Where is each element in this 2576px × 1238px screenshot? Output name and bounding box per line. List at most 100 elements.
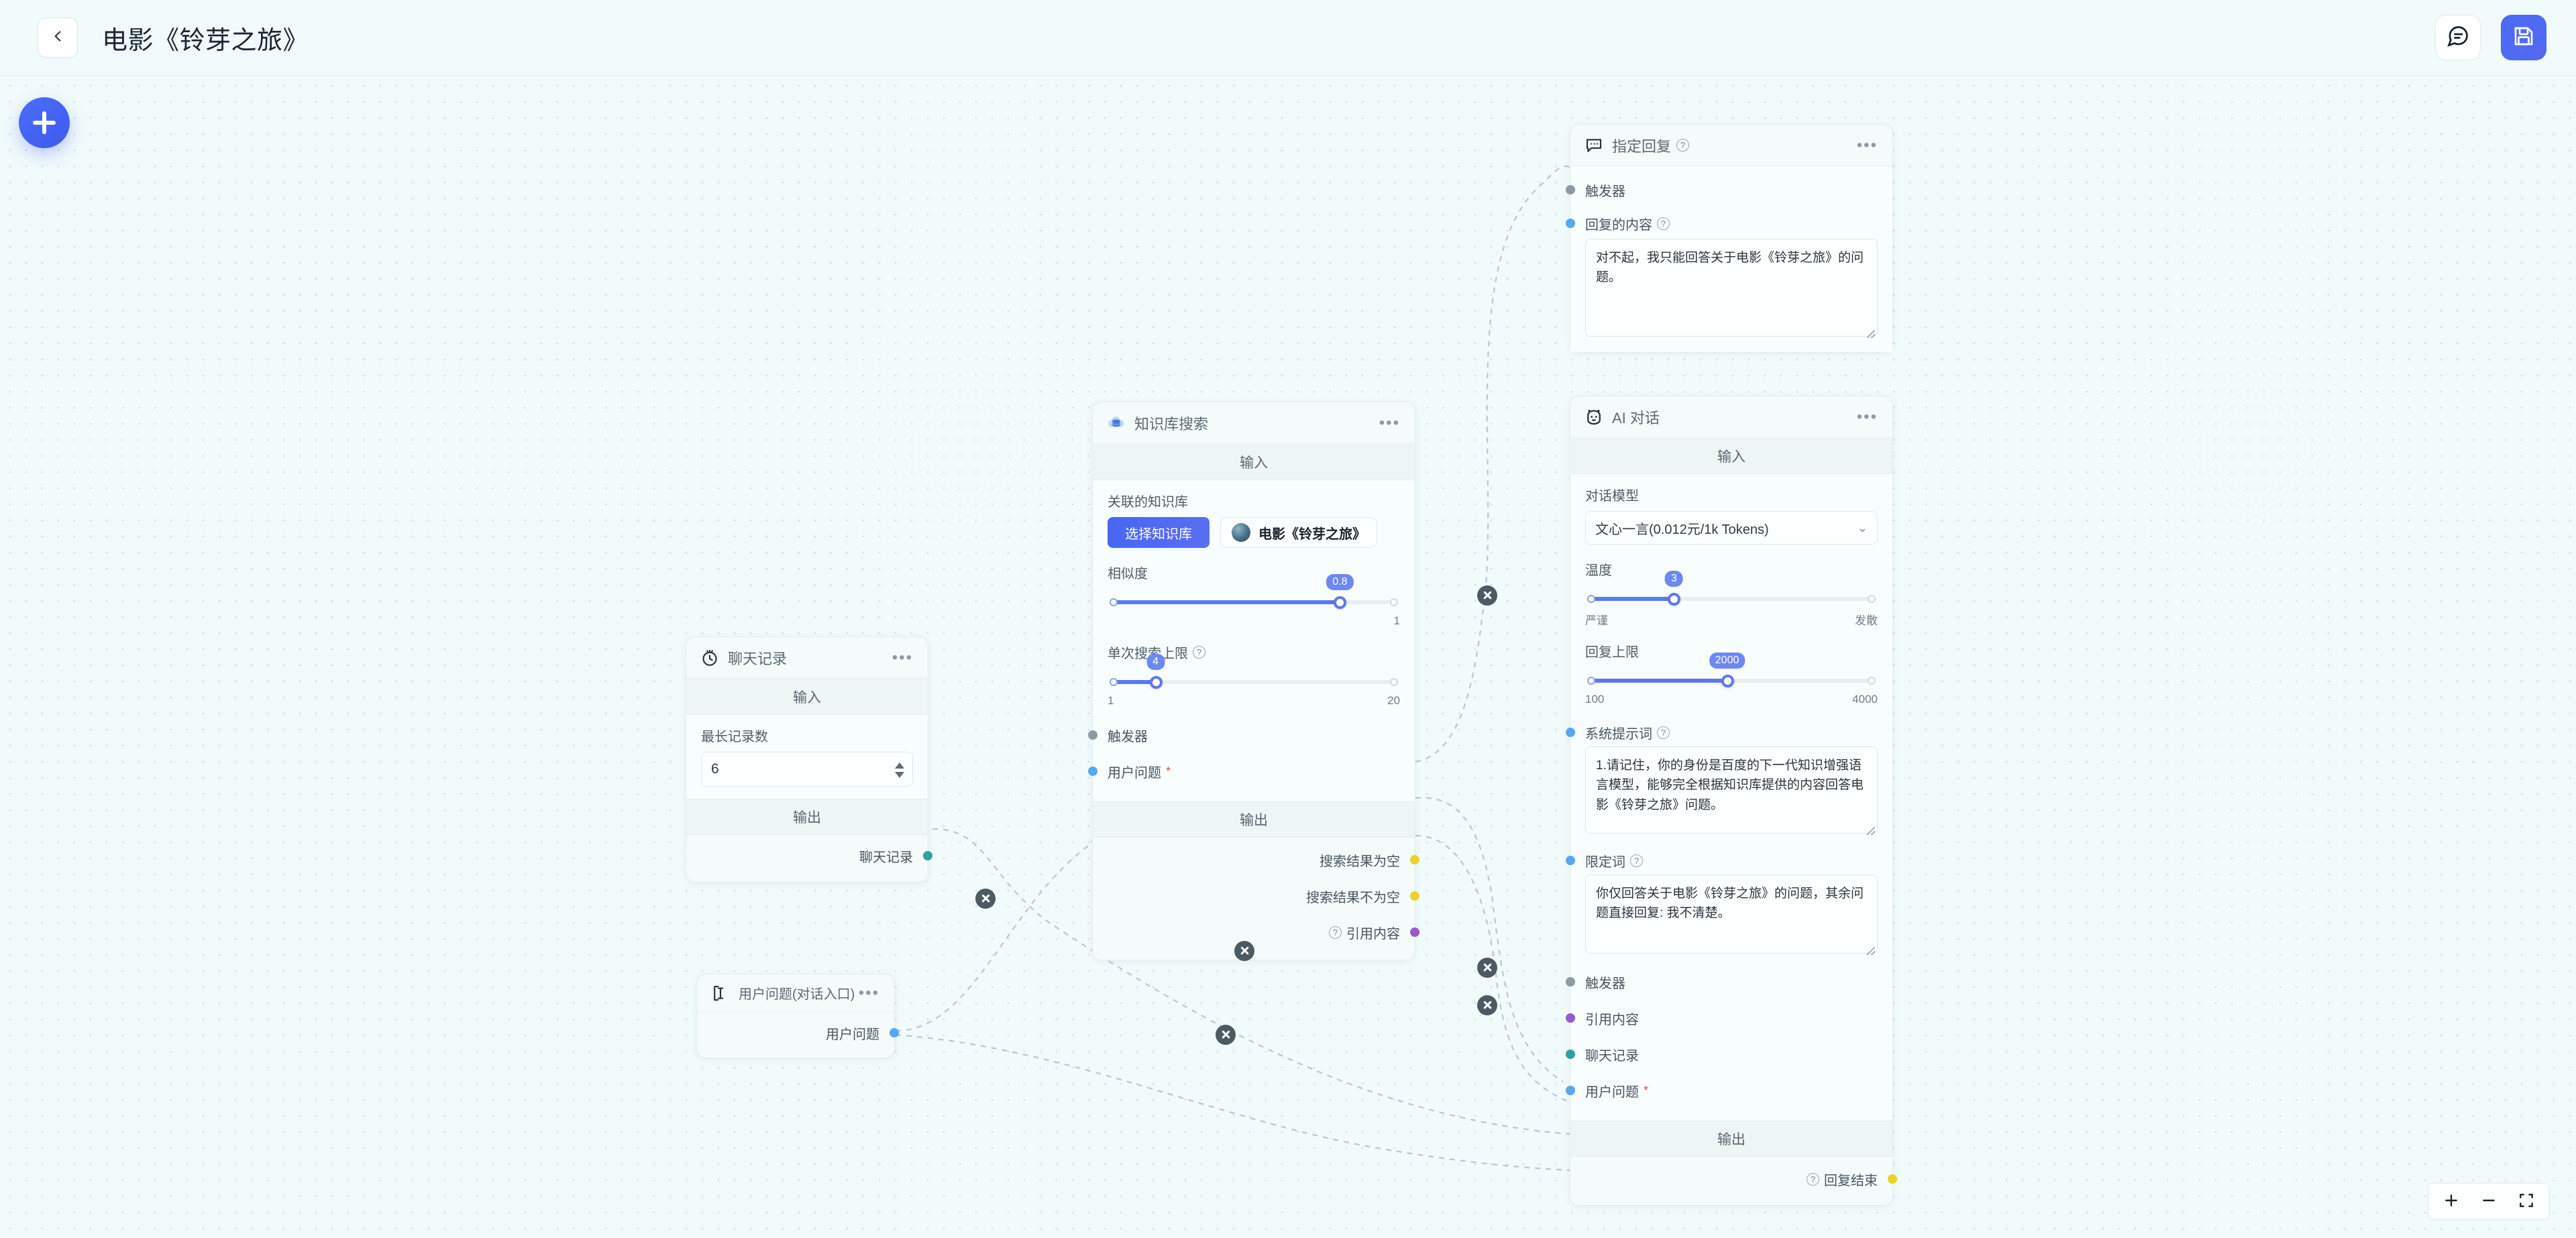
port-dot-blue[interactable] [890, 1028, 899, 1037]
help-icon[interactable]: ? [1193, 646, 1205, 659]
port-chat-history-in[interactable]: 聊天记录 [1566, 1036, 1878, 1072]
max-tokens-value: 2000 [1709, 653, 1746, 669]
similarity-slider[interactable]: 0.8 [1110, 574, 1398, 616]
chat-preview-button[interactable] [2435, 15, 2481, 60]
port-search-not-empty-out[interactable]: 搜索结果不为空 [1108, 878, 1419, 914]
node-chat-history[interactable]: 聊天记录 ••• 输入 最长记录数 6 输出 聊天记录 [686, 636, 932, 883]
node-header[interactable]: 知识库搜索 ••• [1093, 402, 1415, 444]
help-icon[interactable]: ? [1657, 726, 1670, 739]
port-trigger-in[interactable]: 触发器 [1566, 172, 1878, 208]
chevron-left-icon [49, 27, 66, 48]
port-dot-blue[interactable] [1088, 767, 1097, 776]
node-header[interactable]: 用户问题(对话入口) ••• [697, 974, 894, 1012]
save-button[interactable] [2501, 15, 2546, 60]
port-user-question-in[interactable]: 用户问题* [1088, 753, 1400, 789]
help-icon[interactable]: ? [1630, 854, 1643, 867]
zoom-controls[interactable] [2428, 1183, 2549, 1219]
temperature-slider[interactable]: 3 [1587, 571, 1876, 612]
required-marker: * [1644, 1083, 1649, 1097]
port-reply-content-in[interactable]: 回复的内容 ? [1566, 208, 1878, 239]
port-user-question-out[interactable]: 用户问题 [712, 1015, 899, 1051]
zoom-out-button[interactable] [2472, 1186, 2506, 1217]
port-dot-gray[interactable] [1566, 977, 1575, 987]
qualifier-textarea[interactable] [1585, 875, 1878, 954]
help-icon[interactable]: ? [1329, 925, 1342, 939]
temperature-max-label: 发散 [1855, 614, 1878, 627]
port-label: 聊天记录 [1585, 1048, 1639, 1064]
kb-chip[interactable]: 电影《铃芽之旅》 [1220, 517, 1377, 548]
port-user-question-in[interactable]: 用户问题* [1566, 1072, 1878, 1109]
reply-content-textarea[interactable] [1585, 239, 1878, 337]
port-system-prompt-in[interactable]: 系统提示词 ? [1566, 718, 1878, 746]
port-label: 搜索结果不为空 [1306, 890, 1400, 905]
port-dot-yellow[interactable] [1410, 891, 1419, 901]
flow-canvas[interactable]: 聊天记录 ••• 输入 最长记录数 6 输出 聊天记录 [0, 76, 2576, 1238]
port-qualifier-in[interactable]: 限定词 ? [1566, 846, 1878, 875]
port-dot-teal[interactable] [1566, 1050, 1575, 1059]
port-dot-blue[interactable] [1566, 856, 1575, 865]
node-header[interactable]: AI 对话 ••• [1570, 396, 1892, 438]
edge-delete-button[interactable] [975, 889, 996, 909]
select-kb-button[interactable]: 选择知识库 [1108, 517, 1210, 548]
system-prompt-textarea[interactable] [1585, 746, 1878, 834]
port-quote-out[interactable]: ? 引用内容 [1108, 914, 1419, 950]
header-actions [2435, 15, 2546, 60]
port-dot-yellow[interactable] [1410, 855, 1419, 864]
top-k-slider[interactable]: 4 [1110, 654, 1398, 695]
node-menu-button[interactable]: ••• [1856, 407, 1878, 426]
node-menu-button[interactable]: ••• [1379, 413, 1400, 432]
plus-icon [2443, 1192, 2460, 1211]
edge-delete-button[interactable] [1477, 958, 1497, 978]
port-label: 回复的内容 ? [1585, 214, 1670, 233]
fullscreen-icon [2518, 1192, 2535, 1211]
back-button[interactable] [38, 17, 78, 58]
help-icon[interactable]: ? [1807, 1172, 1819, 1186]
text-cursor-icon [710, 983, 731, 1003]
number-stepper[interactable] [895, 752, 904, 787]
port-text: 系统提示词 [1585, 726, 1652, 742]
port-dot-yellow[interactable] [1888, 1174, 1897, 1184]
help-icon[interactable]: ? [1657, 217, 1670, 230]
add-node-button[interactable] [19, 97, 70, 148]
port-trigger-in[interactable]: 触发器 [1088, 717, 1400, 753]
node-menu-button[interactable]: ••• [1856, 135, 1878, 154]
port-trigger-in[interactable]: 触发器 [1566, 964, 1878, 1000]
edge-delete-button[interactable] [1477, 995, 1497, 1015]
node-specified-reply[interactable]: 指定回复 ? ••• 触发器 回复的内容 ? [1566, 124, 1893, 353]
node-ai-chat[interactable]: AI 对话 ••• 输入 对话模型 文心一言(0.012元/1k Tokens)… [1566, 396, 1897, 1206]
port-text: 回复的内容 [1585, 217, 1652, 233]
fit-view-button[interactable] [2510, 1186, 2543, 1217]
port-dot-gray[interactable] [1088, 730, 1097, 740]
port-quote-in[interactable]: 引用内容 [1566, 1000, 1878, 1036]
port-dot-blue[interactable] [1566, 219, 1575, 228]
model-select[interactable]: 文心一言(0.012元/1k Tokens) ⌄ [1585, 511, 1878, 545]
port-dot-blue[interactable] [1566, 1086, 1575, 1095]
port-dot-purple[interactable] [1566, 1013, 1575, 1023]
node-menu-button[interactable]: ••• [892, 648, 913, 667]
top-k-value: 4 [1146, 654, 1165, 670]
edge-delete-button[interactable] [1216, 1025, 1236, 1045]
port-label: 系统提示词 ? [1585, 723, 1670, 742]
help-icon[interactable]: ? [1676, 139, 1690, 152]
port-label: 用户问题 [826, 1027, 879, 1042]
node-user-question-entry[interactable]: 用户问题(对话入口) ••• 用户问题 [696, 974, 899, 1058]
port-reply-done-out[interactable]: ? 回复结束 [1585, 1161, 1897, 1197]
max-tokens-max-label: 4000 [1852, 693, 1878, 706]
node-header[interactable]: 聊天记录 ••• [686, 637, 928, 679]
max-records-input[interactable]: 6 [701, 752, 913, 787]
zoom-in-button[interactable] [2434, 1186, 2468, 1217]
node-header[interactable]: 指定回复 ? ••• [1570, 125, 1892, 166]
port-dot-purple[interactable] [1410, 927, 1419, 937]
edge-delete-button[interactable] [1477, 585, 1497, 606]
port-dot-blue[interactable] [1566, 728, 1575, 737]
port-search-empty-out[interactable]: 搜索结果为空 [1108, 842, 1419, 878]
port-dot-gray[interactable] [1566, 185, 1575, 194]
max-tokens-slider[interactable]: 2000 [1587, 653, 1876, 694]
node-kb-search[interactable]: 知识库搜索 ••• 输入 关联的知识库 选择知识库 电影《铃芽之旅》 相似度 0… [1088, 402, 1419, 960]
port-dot-teal[interactable] [923, 851, 932, 860]
port-chat-history-out[interactable]: 聊天记录 [701, 838, 932, 874]
edge-delete-button[interactable] [1234, 941, 1254, 961]
app-header: 电影《铃芽之旅》 [0, 0, 2576, 76]
node-menu-button[interactable]: ••• [858, 983, 879, 1002]
node-body: 最长记录数 6 [686, 715, 928, 799]
